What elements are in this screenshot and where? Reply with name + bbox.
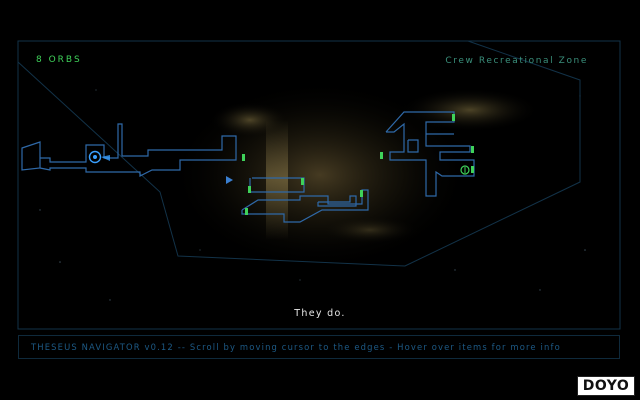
orb-icon <box>301 178 304 185</box>
orb-icon <box>242 154 245 161</box>
zone-name: Crew Recreational Zone <box>445 56 588 66</box>
orb-counter: 8 ORBS <box>36 55 82 65</box>
orb-icon <box>471 146 474 153</box>
orb-icons <box>242 114 474 215</box>
triangle-right-icon <box>226 176 233 184</box>
orb-icon <box>248 186 251 193</box>
watermark-logo: DOYO <box>577 376 635 396</box>
orb-icon <box>471 166 474 173</box>
ship-map <box>21 111 475 223</box>
background-ambience <box>170 80 540 270</box>
hud-frame <box>17 40 621 330</box>
dialogue-subtitle: They do. <box>294 308 346 319</box>
orb-icon <box>245 208 248 215</box>
orb-icon <box>380 152 383 159</box>
status-bar: THESEUS NAVIGATOR v0.12 -- Scroll by mov… <box>18 335 620 359</box>
orb-icon <box>452 114 455 121</box>
player-orb-icon[interactable] <box>88 150 111 164</box>
orb-icon <box>360 190 363 197</box>
status-text: THESEUS NAVIGATOR v0.12 -- Scroll by mov… <box>31 342 561 352</box>
circle-item-icon[interactable] <box>460 165 470 175</box>
